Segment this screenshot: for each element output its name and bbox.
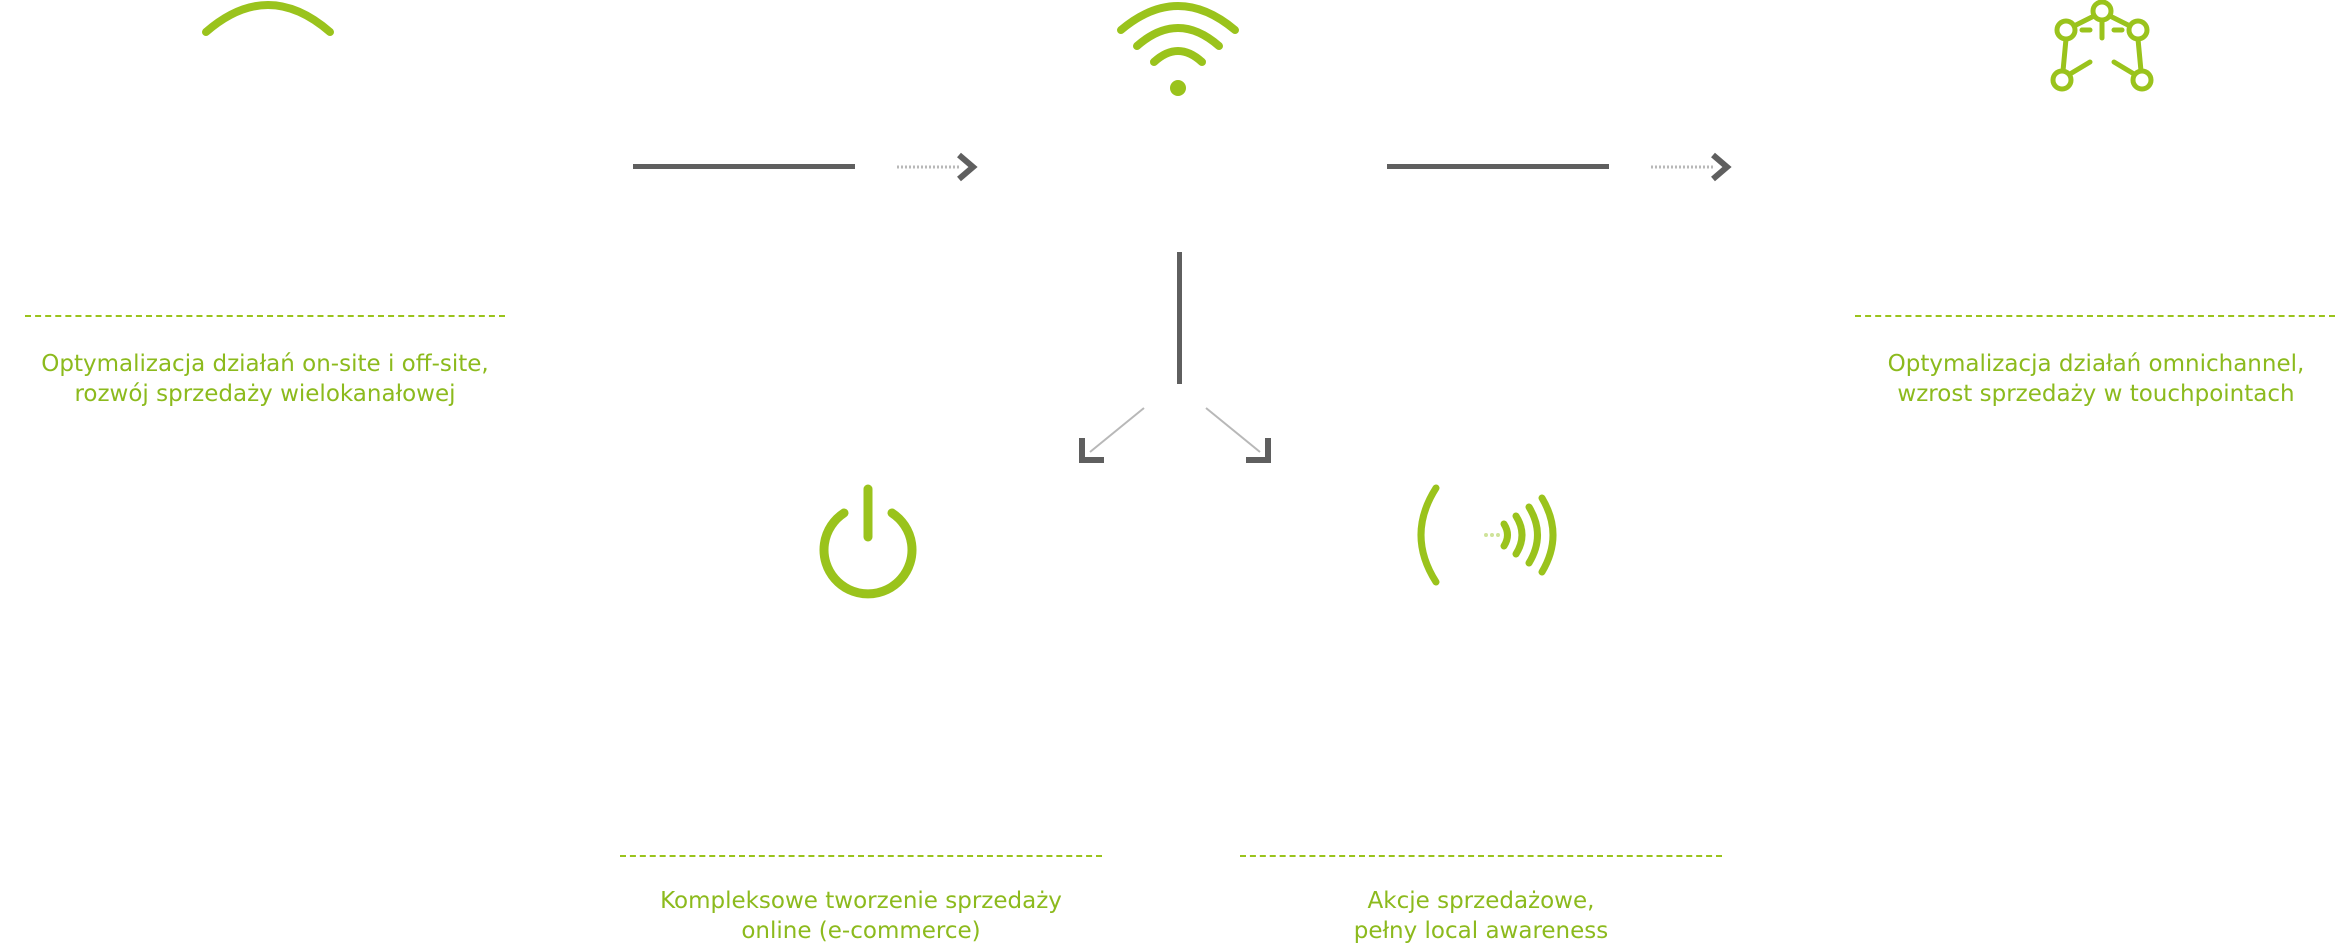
arrow-down-left-icon (1070, 400, 1150, 470)
arc-icon (198, 0, 338, 40)
caption-line: wzrost sprzedaży w touchpointach (1897, 381, 2295, 407)
separator-seo (25, 315, 505, 317)
arrow-down-right-icon (1200, 400, 1280, 470)
caption-line: Akcje sprzedażowe, (1367, 888, 1595, 914)
caption-line: Optymalizacja działań on-site i off-site… (41, 351, 489, 377)
network-icon (2048, 0, 2158, 95)
power-icon (812, 483, 924, 599)
caption-line: rozwój sprzedaży wielokanałowej (74, 381, 456, 407)
connector-line-right (1387, 164, 1609, 169)
caption-ecommerce: Kompleksowe tworzenie sprzedaży online (… (620, 886, 1102, 946)
caption-seo: Optymalizacja działań on-site i off-site… (25, 349, 505, 409)
separator-ecommerce (620, 855, 1102, 857)
caption-omnichannel: Optymalizacja działań omnichannel, wzros… (1857, 349, 2335, 409)
caption-local: Akcje sprzedażowe, pełny local awareness (1240, 886, 1722, 946)
nfc-icon (1412, 480, 1562, 590)
connector-line-left (633, 164, 855, 169)
caption-line: pełny local awareness (1353, 918, 1609, 944)
separator-local (1240, 855, 1722, 857)
separator-omnichannel (1855, 315, 2335, 317)
wifi-icon (1113, 0, 1243, 100)
caption-line: online (e-commerce) (741, 918, 981, 944)
arrow-right-icon (1649, 150, 1739, 184)
caption-line: Optymalizacja działań omnichannel, (1887, 351, 2305, 377)
connector-line-down (1177, 252, 1182, 384)
arrow-right-icon (895, 150, 985, 184)
caption-line: Kompleksowe tworzenie sprzedaży (660, 888, 1062, 914)
